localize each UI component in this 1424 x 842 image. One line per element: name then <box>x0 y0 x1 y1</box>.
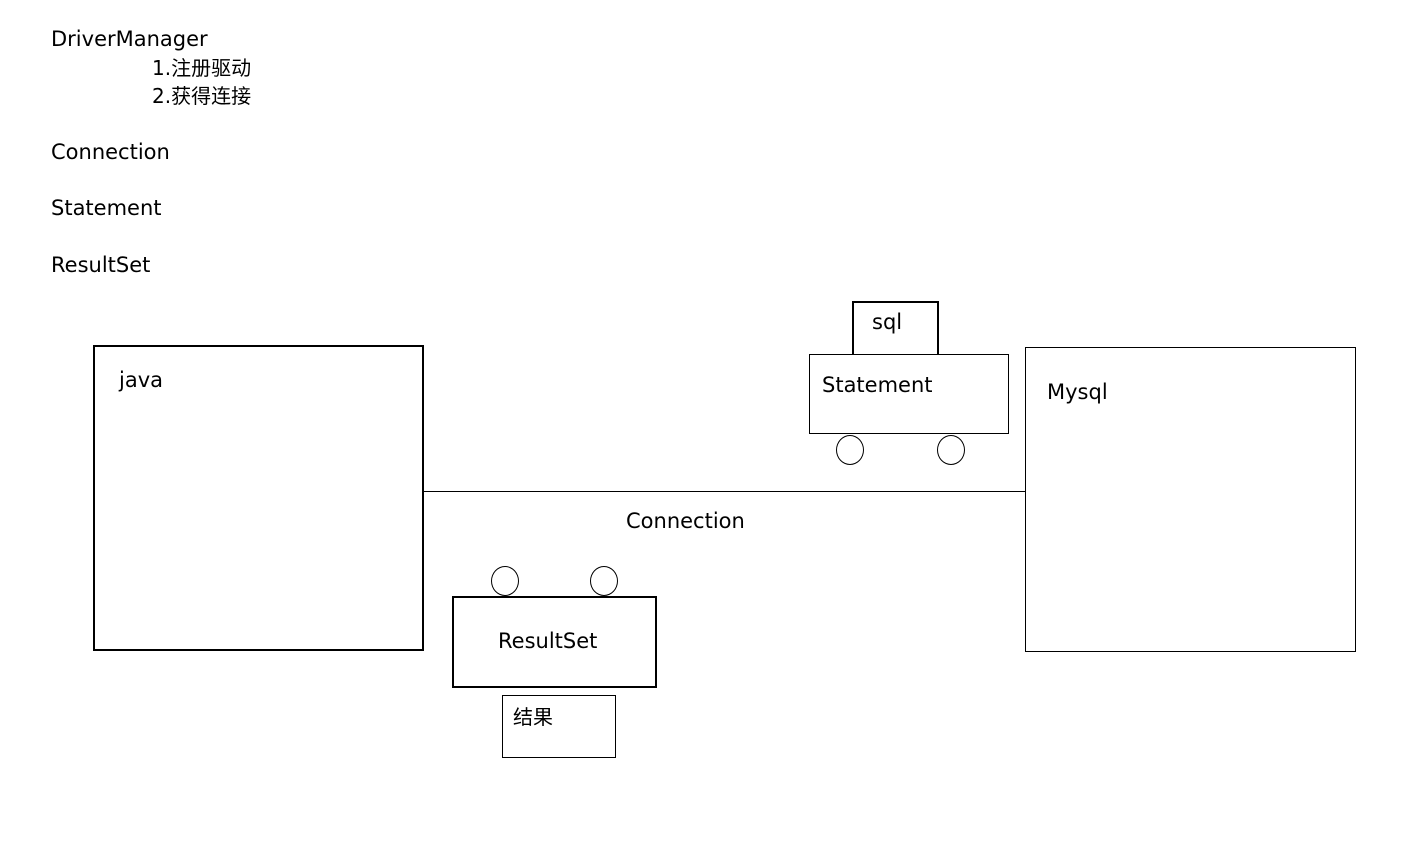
note-step-register-driver: 1.注册驱动 <box>152 56 252 80</box>
statement-box: Statement <box>809 354 1009 434</box>
result-label: 结果 <box>513 705 553 729</box>
result-box: 结果 <box>502 695 616 758</box>
connection-label: Connection <box>626 509 745 533</box>
resultset-label: ResultSet <box>498 629 598 653</box>
connection-line <box>424 491 1025 492</box>
statement-label: Statement <box>822 373 933 397</box>
sql-box: sql <box>852 301 939 356</box>
mysql-label: Mysql <box>1047 380 1108 404</box>
note-resultset: ResultSet <box>51 253 151 277</box>
mysql-box: Mysql <box>1025 347 1356 652</box>
java-label: java <box>119 368 163 392</box>
note-connection: Connection <box>51 140 170 164</box>
statement-wheel-left-icon <box>836 435 864 465</box>
java-box: java <box>93 345 424 651</box>
resultset-wheel-right-icon <box>590 566 618 596</box>
note-drivermanager: DriverManager <box>51 27 208 51</box>
resultset-wheel-left-icon <box>491 566 519 596</box>
sql-label: sql <box>872 310 903 334</box>
note-step-get-connection: 2.获得连接 <box>152 84 252 108</box>
statement-wheel-right-icon <box>937 435 965 465</box>
note-statement: Statement <box>51 196 162 220</box>
resultset-box: ResultSet <box>452 596 657 688</box>
